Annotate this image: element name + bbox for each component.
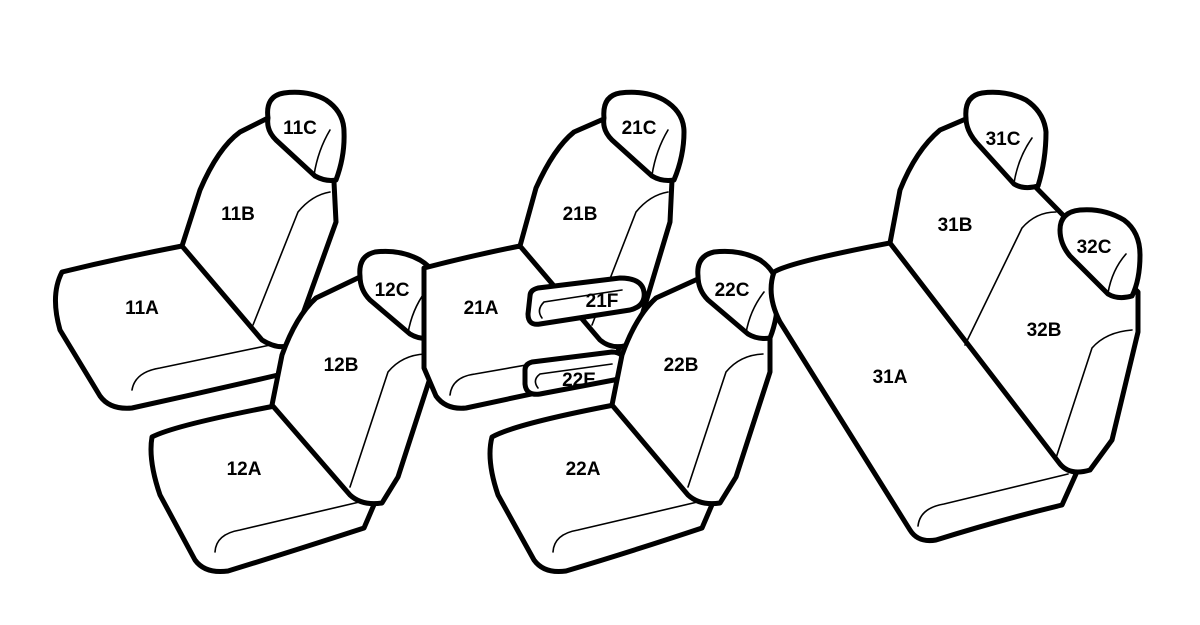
label-12c: 12C [375,280,410,301]
seat-11 [53,89,347,411]
seat-21c-headrest [601,89,687,183]
seat-21 [421,89,687,411]
label-22c: 22C [715,280,750,301]
label-11a: 11A [125,298,159,319]
seat-32c-headrest [1057,207,1143,301]
seat-21f-armrest [525,275,647,327]
label-22a: 22A [566,459,601,480]
label-21c: 21C [622,118,657,139]
seat-22a-cushion [487,402,717,574]
label-21a: 21A [464,298,499,319]
seat-11a-cushion [53,243,289,411]
label-21f: 21F [586,291,619,312]
label-22b: 22B [664,355,699,376]
label-31a: 31A [873,367,908,388]
label-12b: 12B [324,355,359,376]
seat-12 [148,248,443,574]
label-11b: 11B [221,204,255,225]
label-31b: 31B [938,215,973,236]
label-11c: 11C [283,118,317,139]
label-21b: 21B [563,204,598,225]
seat-3x [768,89,1143,543]
label-22e: 22E [562,370,596,391]
seat-31a-cushion [768,240,1079,543]
label-31c: 31C [986,129,1021,150]
seat-labels: 11C 11B 11A 12C 12B 12A 21C 21B 21A 21F … [125,118,1112,480]
seat-31c-headrest [963,89,1049,191]
label-32b: 32B [1027,320,1062,341]
label-12a: 12A [227,459,262,480]
label-32c: 32C [1077,237,1112,258]
seat-11c-headrest [265,89,347,183]
